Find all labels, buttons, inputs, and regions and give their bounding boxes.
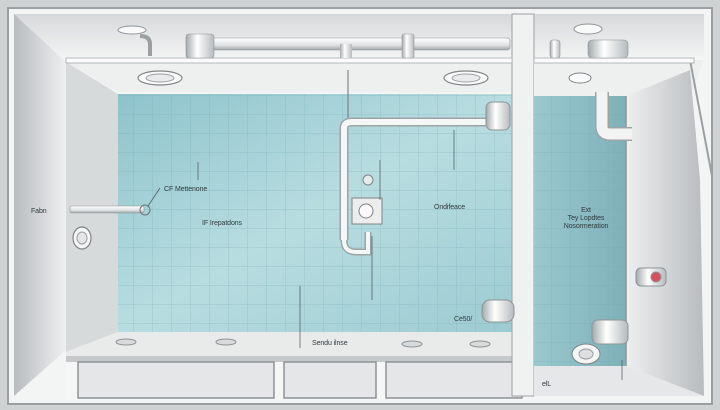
label-fitting-mid: IF Irepatdons	[202, 220, 242, 227]
label-center: Ondifeace	[434, 204, 466, 211]
label-right-line-2: Tey Lopdtes	[567, 215, 605, 223]
label-fitting-top: CF Mettenone	[164, 186, 208, 193]
label-drain: Ce50/	[454, 316, 473, 323]
label-right-group: Ext Tey Lopdtes Nosormeration	[546, 207, 626, 231]
label-right-line-1: Ext	[581, 207, 591, 214]
label-right-line-3: Nosormeration	[563, 223, 609, 231]
label-floor: Sendu ilnse	[312, 340, 348, 347]
label-left-wall: Fabn	[31, 208, 47, 215]
label-corner: elL	[542, 381, 552, 388]
